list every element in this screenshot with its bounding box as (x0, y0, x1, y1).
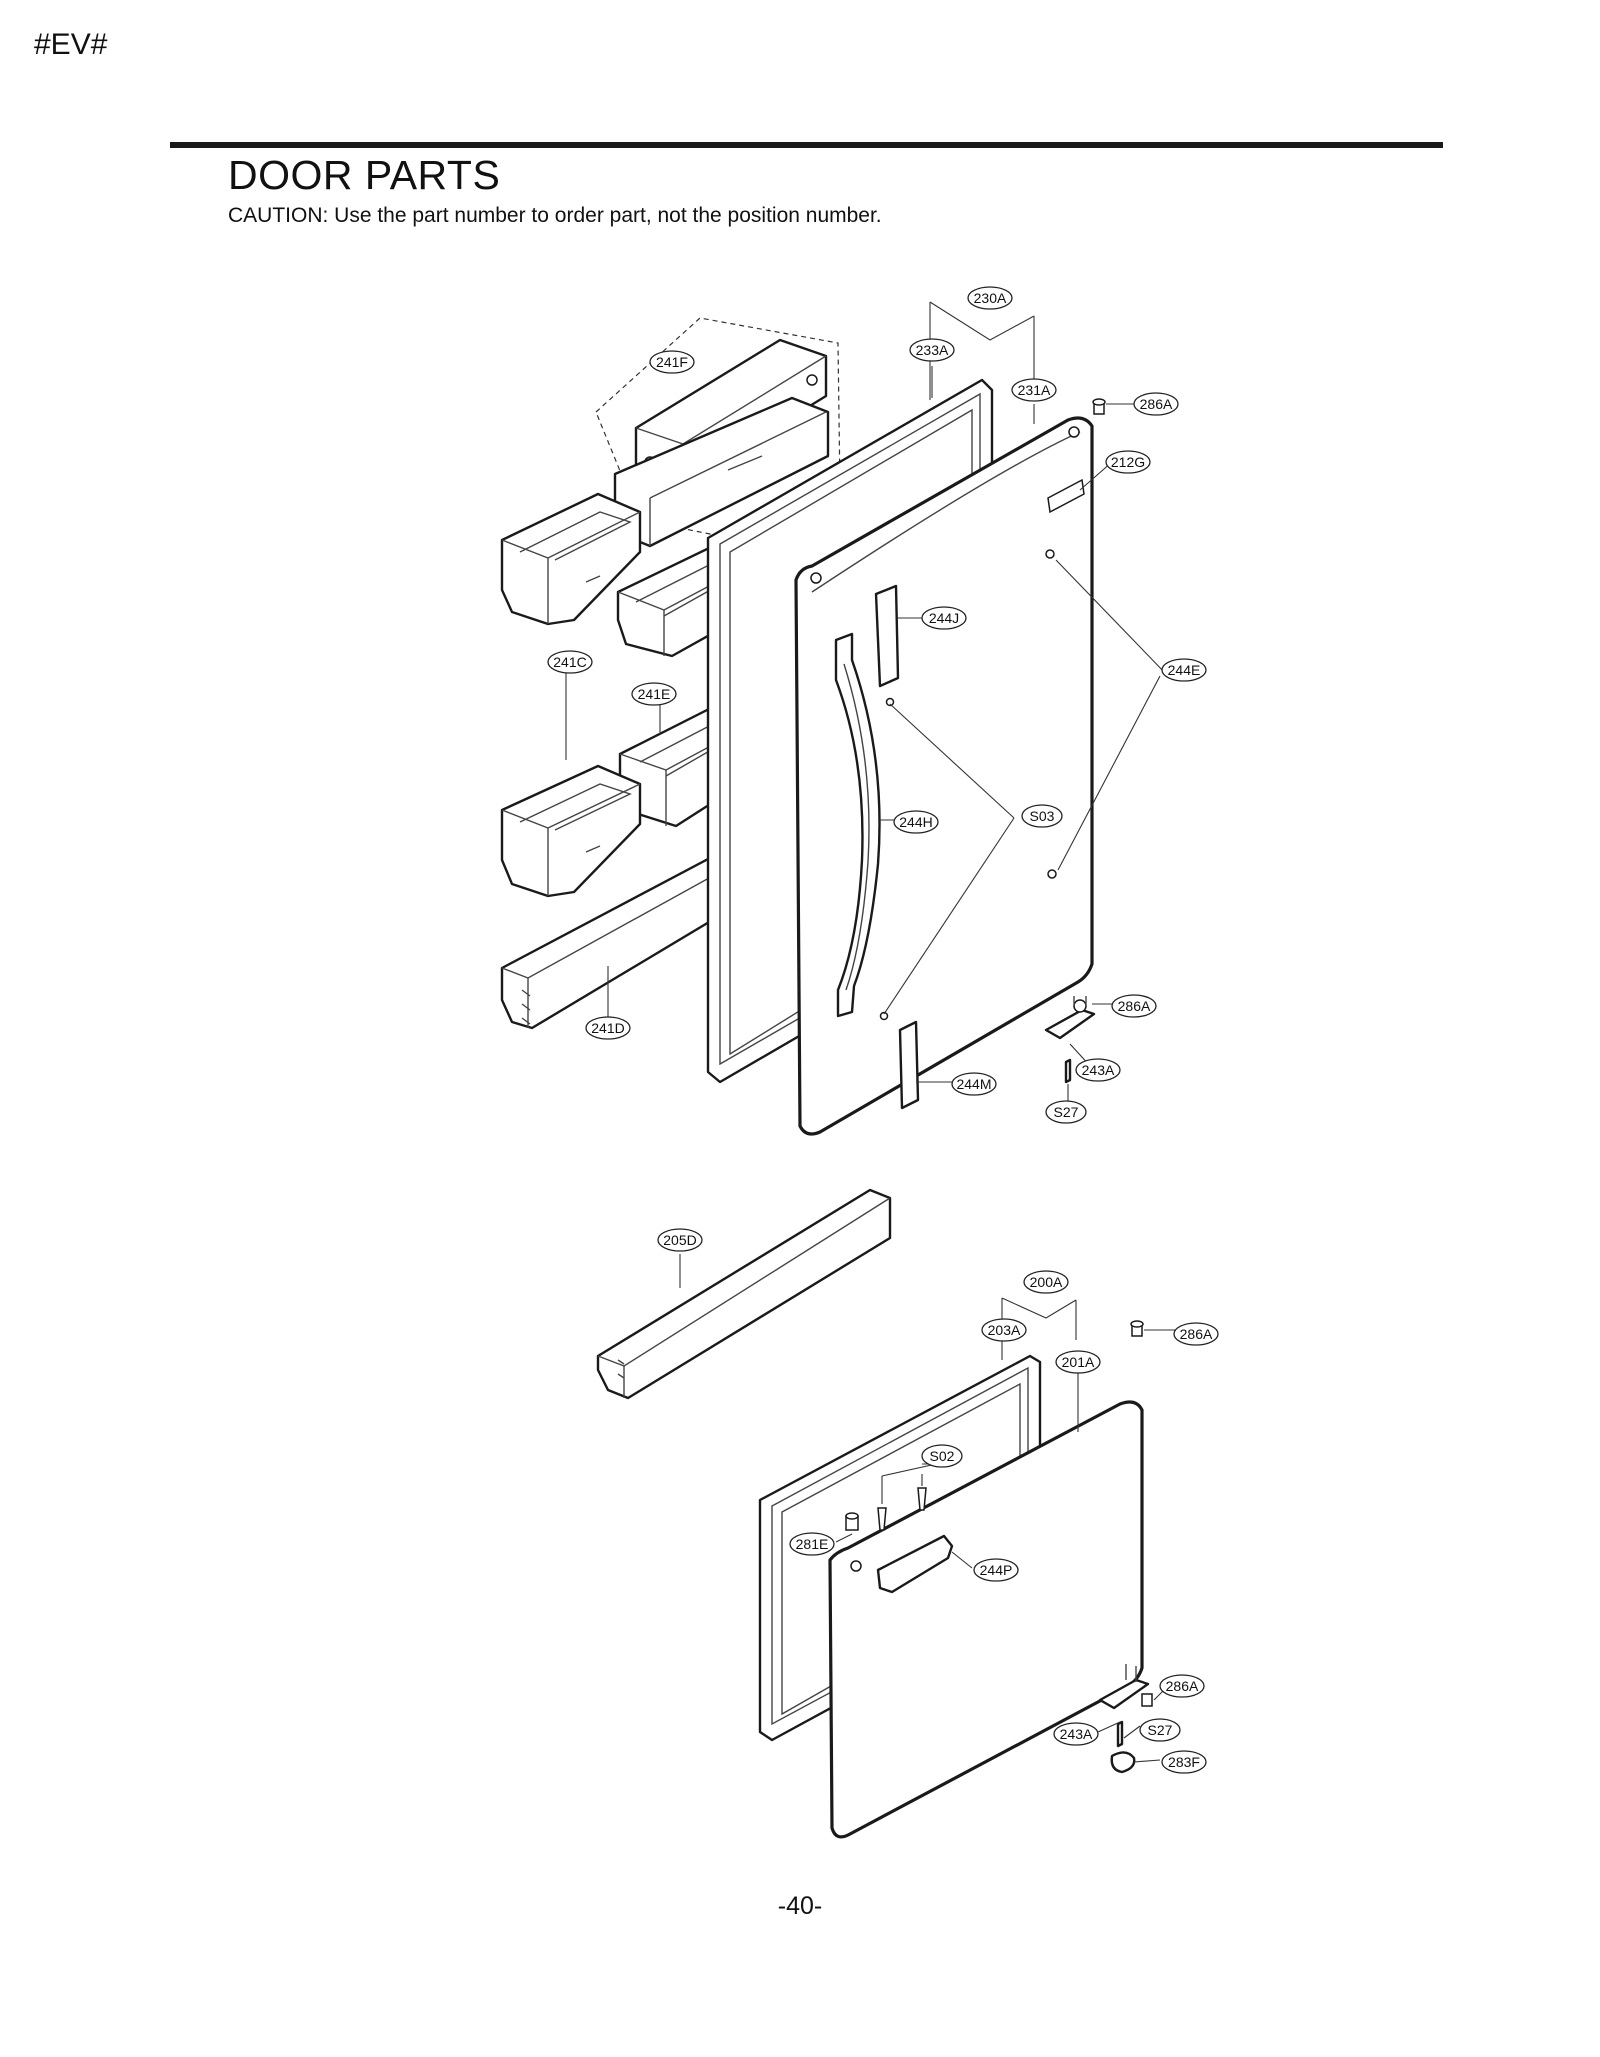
svg-text:241F: 241F (656, 354, 688, 370)
part-201A-lower-door (828, 1400, 1144, 1839)
svg-text:286A: 286A (1166, 1678, 1199, 1694)
svg-text:205D: 205D (663, 1232, 696, 1248)
svg-text:S27: S27 (1148, 1722, 1173, 1738)
callout-244H: 244H (893, 810, 939, 834)
svg-text:S03: S03 (1030, 808, 1055, 824)
part-241C-bin-upper (500, 492, 642, 626)
svg-text:233A: 233A (916, 342, 949, 358)
part-231A-upper-door (794, 416, 1094, 1136)
part-205D-freezer-bin (596, 1188, 892, 1400)
svg-text:286A: 286A (1180, 1326, 1213, 1342)
svg-text:283F: 283F (1168, 1754, 1200, 1770)
callout-283F: 283F (1161, 1750, 1207, 1774)
callout-286A-hinge: 286A (1111, 994, 1157, 1018)
svg-text:212G: 212G (1111, 454, 1145, 470)
callout-243A-bottom: 243A (1053, 1722, 1099, 1746)
svg-text:231A: 231A (1018, 382, 1051, 398)
callout-201A: 201A (1055, 1350, 1101, 1374)
callout-S02: S02 (921, 1444, 963, 1468)
part-244M-handle-cover (898, 1020, 920, 1110)
part-286A-cap-top (1092, 398, 1106, 415)
svg-text:203A: 203A (988, 1322, 1021, 1338)
callout-S27-top: S27 (1045, 1100, 1087, 1124)
caution-note: CAUTION: Use the part number to order pa… (228, 204, 882, 227)
part-281E-cap (845, 1512, 859, 1531)
callout-241E: 241E (631, 682, 677, 706)
callout-233A: 233A (909, 338, 955, 362)
callout-286A-bottom: 286A (1159, 1674, 1205, 1698)
callout-241C: 241C (547, 650, 593, 674)
svg-text:244M: 244M (956, 1076, 991, 1092)
svg-text:243A: 243A (1082, 1062, 1115, 1078)
part-244J-handle-cap (874, 584, 900, 688)
callout-S03: S03 (1021, 804, 1063, 828)
part-286A-cap-lower (1130, 1320, 1144, 1337)
svg-text:S27: S27 (1054, 1104, 1079, 1120)
part-243A-hinge-lower (1098, 1664, 1153, 1774)
svg-text:241C: 241C (553, 654, 586, 670)
callout-244E: 244E (1161, 658, 1207, 682)
callout-231A: 231A (1011, 378, 1057, 402)
callout-241D: 241D (585, 1016, 631, 1040)
svg-text:244J: 244J (929, 610, 959, 626)
svg-text:244E: 244E (1168, 662, 1201, 678)
callout-205D: 205D (657, 1228, 703, 1252)
svg-text:241D: 241D (591, 1020, 624, 1036)
svg-text:241E: 241E (638, 686, 671, 702)
svg-text:230A: 230A (974, 290, 1007, 306)
svg-text:243A: 243A (1060, 1726, 1093, 1742)
svg-text:281E: 281E (796, 1536, 829, 1552)
callout-230A: 230A (967, 286, 1013, 310)
svg-text:286A: 286A (1118, 998, 1151, 1014)
page-title: DOOR PARTS (228, 152, 501, 198)
callout-212G: 212G (1105, 450, 1151, 474)
part-241C-bin-lower (500, 764, 642, 898)
part-S02-screws (877, 1487, 927, 1531)
callout-244P: 244P (973, 1558, 1019, 1582)
part-241F-dairy-bin (595, 317, 841, 548)
callout-241F: 241F (649, 350, 695, 374)
callout-200A: 200A (1023, 1270, 1069, 1294)
callout-244M: 244M (951, 1072, 997, 1096)
corner-tag: #EV# (34, 28, 108, 61)
part-244H-handle (834, 632, 895, 1021)
svg-text:286A: 286A (1140, 396, 1173, 412)
page-number: -40- (777, 1892, 823, 1920)
callout-S27-bottom: S27 (1139, 1718, 1181, 1742)
callout-286A-lower: 286A (1173, 1322, 1219, 1346)
svg-text:244H: 244H (899, 814, 932, 830)
svg-text:244P: 244P (980, 1562, 1013, 1578)
part-243A-hinge-upper (1044, 996, 1096, 1084)
header-rule (170, 142, 1443, 148)
callout-286A-top: 286A (1133, 392, 1179, 416)
callout-244J: 244J (921, 606, 967, 630)
callout-243A-top: 243A (1075, 1058, 1121, 1082)
svg-text:201A: 201A (1062, 1354, 1095, 1370)
callout-281E: 281E (789, 1532, 835, 1556)
svg-text:S02: S02 (930, 1448, 955, 1464)
svg-text:200A: 200A (1030, 1274, 1063, 1290)
callout-203A: 203A (981, 1318, 1027, 1342)
